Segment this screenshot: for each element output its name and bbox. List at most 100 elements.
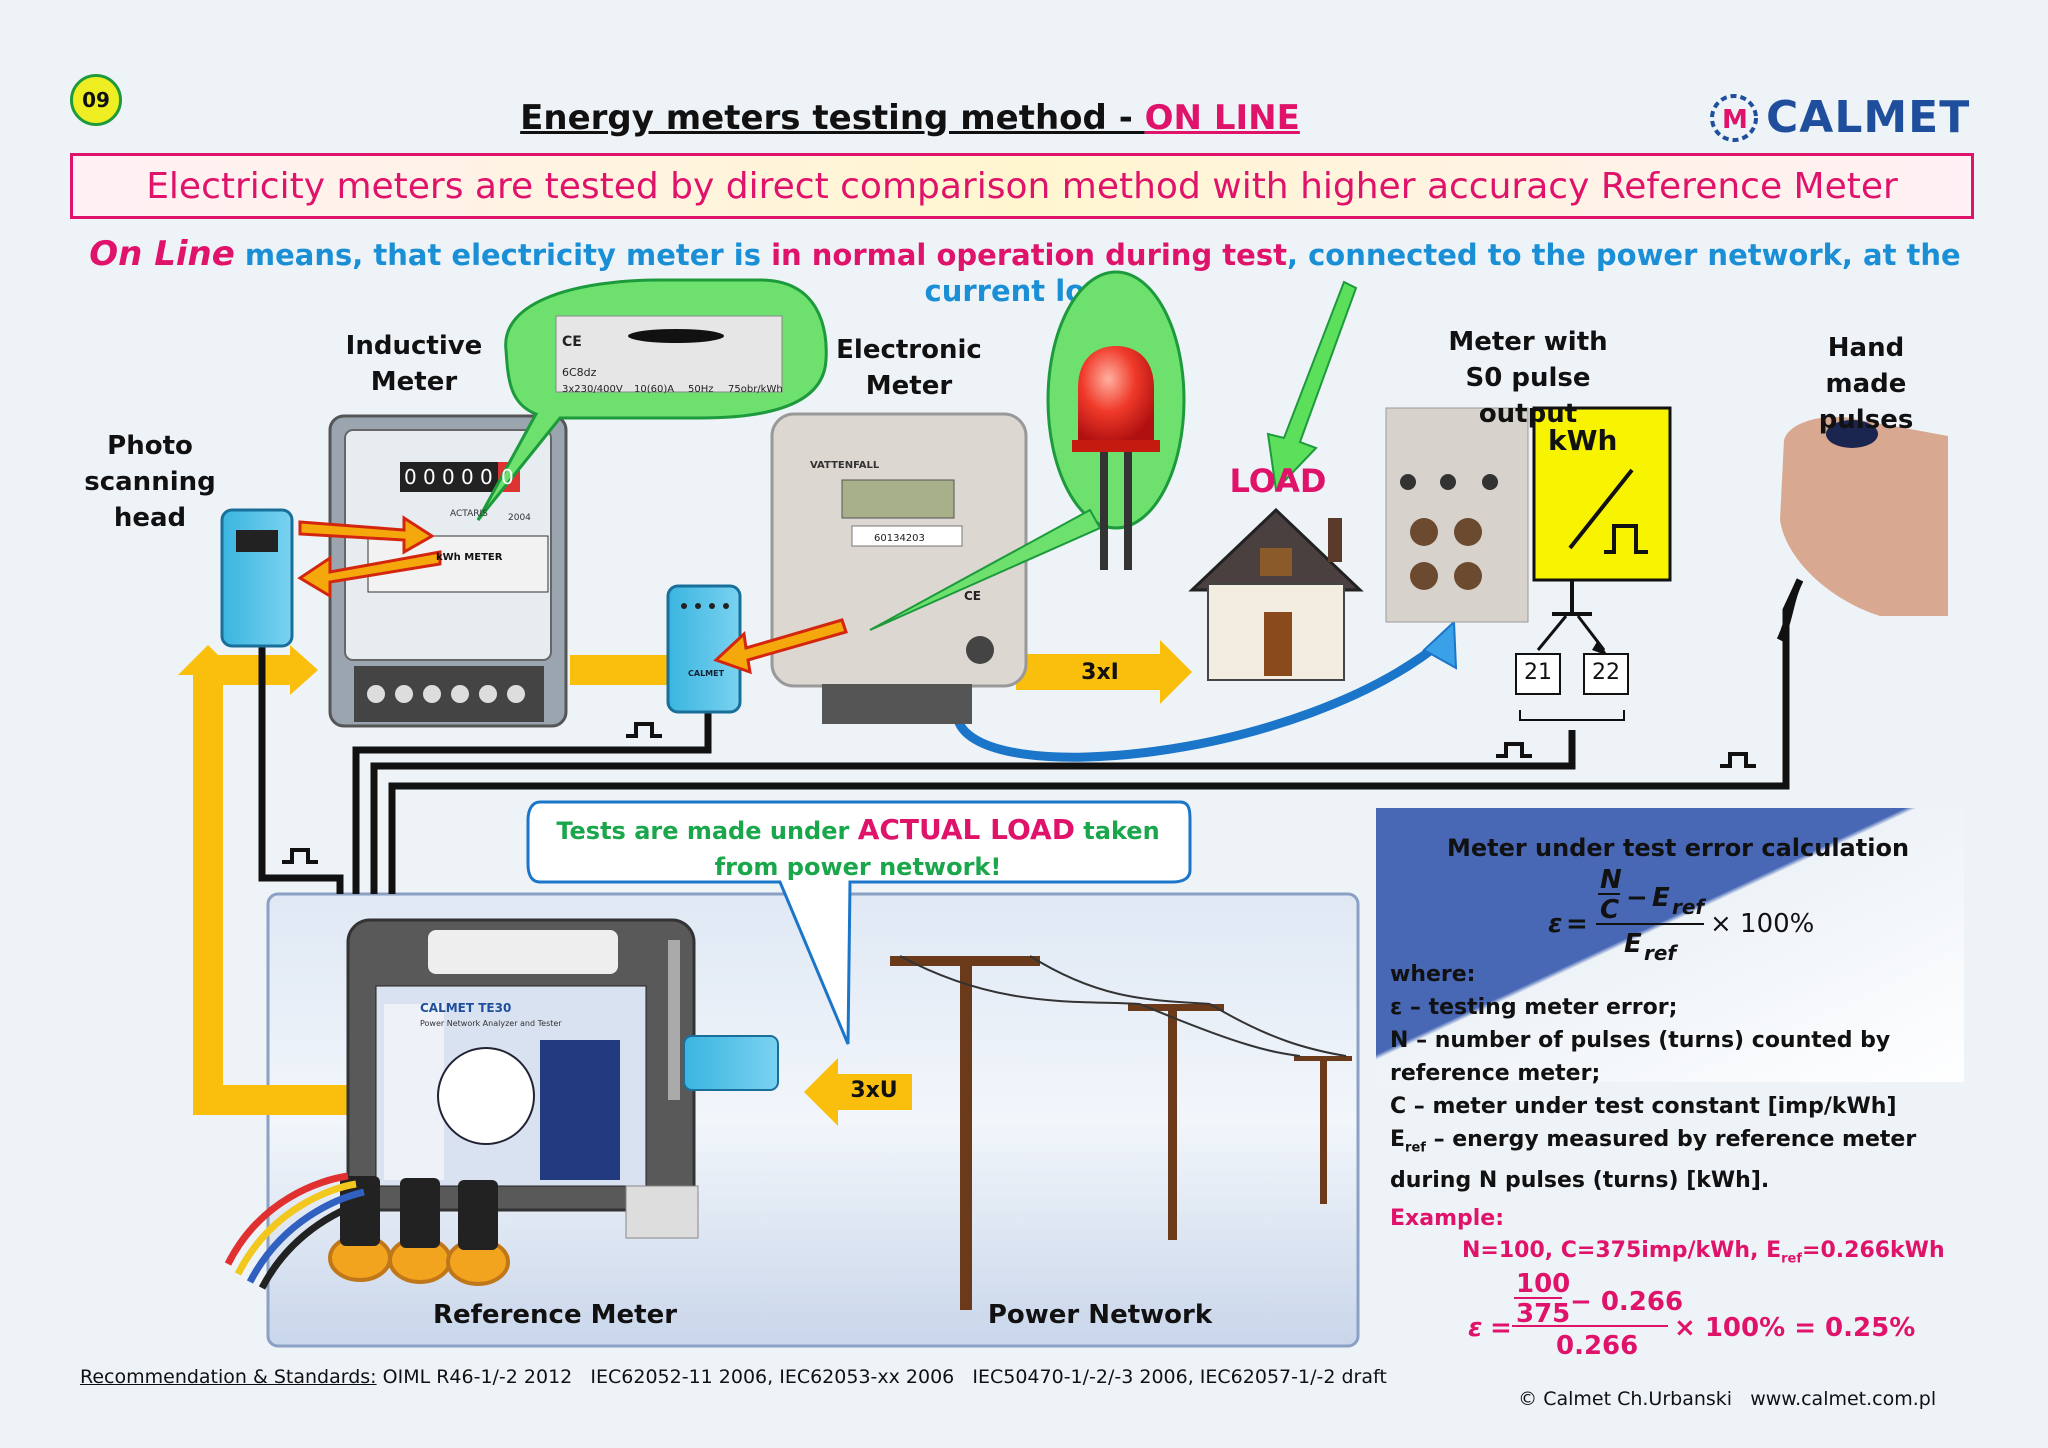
- electronic-meter: [770, 412, 1028, 724]
- callout-text-2: ACTUAL LOAD: [857, 813, 1075, 846]
- label-current: 3xI: [1070, 660, 1130, 685]
- example-minus: − 0.266: [1570, 1287, 1683, 1317]
- online-definition: On Line means, that electricity meter is…: [60, 234, 1990, 308]
- hand-text: Hand made pulses: [1818, 333, 1914, 435]
- device-brand: CALMET TE30: [420, 1001, 511, 1015]
- callout-text-1: Tests are made under: [556, 817, 858, 845]
- error-heading: Meter under test error calculation: [1376, 834, 1980, 862]
- formula-c: C: [1600, 895, 1619, 925]
- reference-text: Reference Meter: [432, 1300, 678, 1330]
- actual-load-callout: [526, 800, 1192, 1045]
- network-text: Power Network: [987, 1300, 1213, 1330]
- label-voltage: 3xU: [842, 1078, 906, 1103]
- pulse-icon: [1496, 742, 1532, 758]
- where-label: where:: [1390, 962, 1476, 987]
- formula-minus: −: [1626, 883, 1648, 913]
- nameplate-current: 10(60)A: [634, 384, 674, 395]
- device-subtitle: Power Network Analyzer and Tester: [420, 1019, 562, 1028]
- label-hand-pulses: Hand made pulses: [1786, 330, 1946, 438]
- label-load: LOAD: [1228, 462, 1328, 500]
- error-formula: ε = N C − E ref E ref × 100%: [1548, 865, 1814, 965]
- terminal-21: 21: [1516, 660, 1560, 685]
- led-icon: [1072, 346, 1160, 570]
- nameplate-voltage: 3x230/400V: [562, 384, 623, 395]
- calmet-logo: M CALMET: [1708, 90, 1969, 146]
- callout-text-3: taken from power network!: [714, 817, 1160, 881]
- s0-meter-terminals: [1385, 407, 1529, 623]
- def-c: C – meter under test constant [imp/kWh]: [1390, 1094, 1897, 1119]
- logo-text: CALMET: [1766, 92, 1971, 143]
- load-text: LOAD: [1229, 462, 1327, 500]
- terminal-22-text: 22: [1592, 660, 1620, 685]
- arrow-to-load: [1160, 640, 1192, 704]
- label-s0-meter: Meter with S0 pulse output: [1428, 324, 1628, 432]
- def-eref-sub: ref: [1405, 1140, 1426, 1156]
- title-highlight: ON LINE: [1144, 98, 1300, 138]
- nameplate-const: 75obr/kWh: [728, 384, 783, 395]
- voltage-arrow: [804, 1058, 838, 1126]
- inductive-text: Inductive Meter: [345, 331, 483, 397]
- def-eref-text: – energy measured by reference meter dur…: [1390, 1127, 1917, 1194]
- banner-text: Electricity meters are tested by direct …: [146, 165, 1898, 207]
- label-power-network: Power Network: [960, 1300, 1240, 1330]
- standards-label: Recommendation & Standards:: [80, 1366, 377, 1388]
- formula-eq: =: [1566, 909, 1588, 939]
- electronic-ce: CE: [964, 589, 981, 603]
- example-denom: 0.266: [1556, 1331, 1638, 1361]
- error-definitions: where: ε – testing meter error; N – numb…: [1390, 958, 1972, 1197]
- blue-curve-arrow: [953, 636, 1447, 762]
- register-digits: 0 0 0 0 0 0: [404, 465, 514, 489]
- example-values-text: N=100, C=375imp/kWh, E: [1462, 1238, 1782, 1263]
- error-heading-text: Meter under test error calculation: [1446, 834, 1910, 862]
- nameplate-text: CE 6C8dz 3x230/400V 10(60)A 50Hz 75obr/k…: [562, 334, 783, 395]
- standards-text: OIML R46-1/-2 2012 IEC62052-11 2006, IEC…: [376, 1366, 1387, 1388]
- register-digit: 0: [501, 465, 514, 489]
- error-panel-bg: [1376, 808, 1964, 1082]
- probe-brand: CALMET: [688, 669, 725, 678]
- cable-electronic: [352, 712, 712, 894]
- footer-standards: Recommendation & Standards: OIML R46-1/-…: [80, 1366, 1387, 1388]
- arrow-to-inductive: [290, 645, 318, 695]
- te30-device: [346, 918, 779, 1239]
- register-digit: 0: [480, 465, 493, 489]
- signal-bus-left: [193, 665, 350, 1115]
- example-label-text: Example:: [1390, 1206, 1504, 1231]
- nameplate-model: 6C8dz: [562, 366, 597, 379]
- def-eps: ε – testing meter error;: [1390, 995, 1678, 1020]
- green-arrow-icon: [1266, 280, 1358, 493]
- def-eref-symbol: E: [1390, 1127, 1406, 1152]
- terminal-22-box: [1583, 653, 1629, 695]
- example-formula: ε = 100 375 − 0.266 0.266 × 100% = 0.25%: [1468, 1269, 1915, 1361]
- example-num: 100: [1516, 1269, 1570, 1299]
- pulse-icon: [282, 848, 318, 864]
- terminal-21-text: 21: [1524, 660, 1552, 685]
- logo-mark-icon: M: [1710, 94, 1758, 142]
- beam-arrow-icon: [297, 550, 442, 599]
- label-photo-scanning-head: Photo scanning head: [80, 428, 220, 536]
- current-text: 3xI: [1081, 660, 1119, 685]
- example-values: N=100, C=375imp/kWh, Eref=0.266kWh: [1462, 1238, 1945, 1266]
- terminal-22: 22: [1584, 660, 1628, 685]
- online-text-1: means, that electricity meter is: [234, 238, 772, 272]
- example-eq: =: [1490, 1313, 1512, 1343]
- method-banner: Electricity meters are tested by direct …: [70, 153, 1974, 219]
- kwh-label: kWh: [1548, 424, 1617, 457]
- online-term: On Line: [89, 234, 235, 274]
- hand-button-icon: [1776, 416, 1948, 642]
- terminal-21-box: [1515, 653, 1561, 695]
- photo-head-text: Photo scanning head: [84, 431, 216, 533]
- register-digit: 0: [423, 465, 436, 489]
- label-reference-meter: Reference Meter: [420, 1300, 690, 1330]
- formula-ref: ref: [1672, 895, 1706, 919]
- pulse-icon: [626, 722, 662, 738]
- pulse-icon: [1720, 752, 1756, 768]
- house-icon: [1188, 507, 1364, 681]
- beam-arrow-icon: [298, 515, 435, 555]
- example-result: × 100% = 0.25%: [1674, 1313, 1915, 1343]
- electronic-brand: VATTENFALL: [810, 460, 880, 471]
- electronic-text: Electronic Meter: [836, 335, 982, 401]
- page-number-badge: 09: [70, 74, 122, 126]
- inductive-brand: ACTARIS: [450, 509, 488, 519]
